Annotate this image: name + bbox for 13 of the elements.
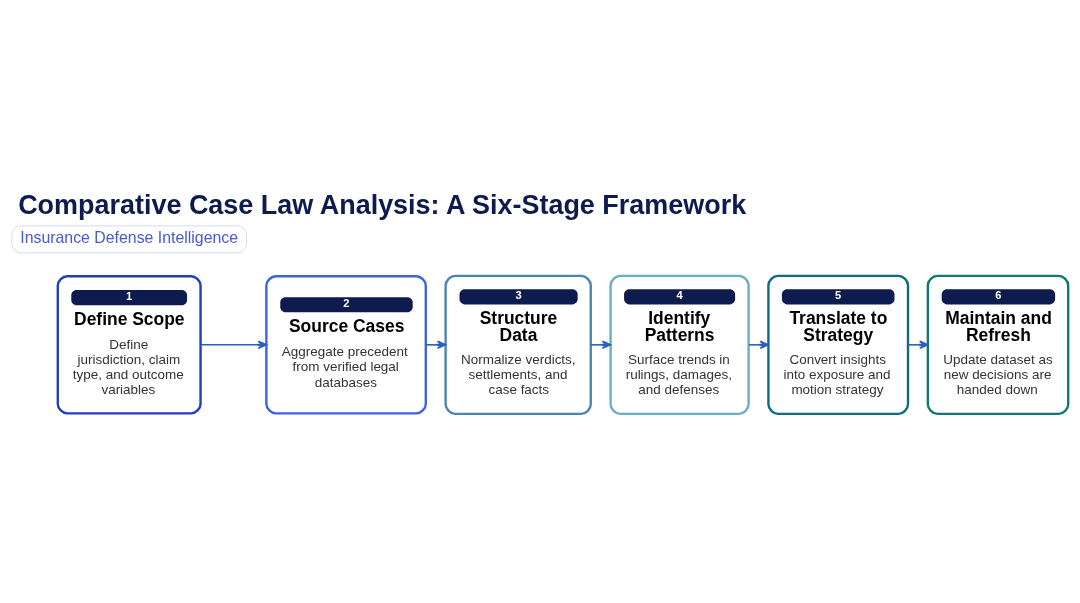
node-box: 4 Identify Patterns Surface trends in rulings, damages, and defenses [609,274,750,415]
arrow [590,339,612,349]
node-box: 1 Define Scope Define jurisdiction, claim type, and outcome variables [56,274,202,415]
label: Insurance Defense Intelligence [20,228,239,246]
node-box: 6 Maintain and Refresh Update dataset as new decisions are handed down [926,274,1070,415]
arrow [907,339,929,349]
arrow [425,339,447,349]
node-box: 5 Translate to Strategy Convert insights into exposure and motion strategy [767,274,910,415]
node-box: 2 Source Cases Aggregate precedent from verified legal databases [265,274,427,415]
diagram-title: Comparative Case Law Analysis: A Six-Stage Framework [18,189,747,220]
arrow [199,339,268,349]
arrow [748,339,770,349]
node-box: 3 Structure Data Normalize verdicts, settlements, and case facts [444,274,592,415]
